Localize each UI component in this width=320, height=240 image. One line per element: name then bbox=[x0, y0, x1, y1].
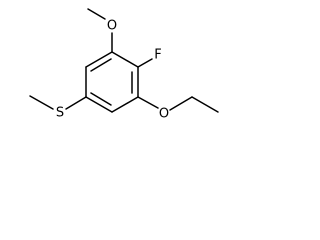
methoxy-group: O bbox=[87, 8, 117, 53]
bond-ring-to-sulfur bbox=[65, 96, 87, 110]
bond-ring-to-oxygen-bottom bbox=[137, 96, 159, 109]
bond-ch2-to-ch3 bbox=[191, 96, 219, 113]
ring-double-bond-upper-left bbox=[90, 58, 112, 72]
methylthio-group: S bbox=[29, 95, 87, 121]
ring-bond-upper-left-top bbox=[85, 51, 113, 68]
atom-sulfur: S bbox=[56, 106, 64, 121]
atom-oxygen-top: O bbox=[107, 19, 117, 34]
molecule-svg: O F S O bbox=[29, 8, 219, 122]
structure-diagram: O F S O bbox=[0, 0, 250, 152]
fluoro-group: F bbox=[137, 48, 162, 68]
ring-bond-lower-right-bottom bbox=[111, 96, 139, 113]
bond-oxygen-bottom-to-ch2 bbox=[169, 96, 193, 111]
ring-bond-bottom-lower-left bbox=[85, 96, 113, 113]
bond-ring-to-fluorine bbox=[137, 58, 153, 68]
benzene-ring bbox=[85, 51, 139, 113]
atom-oxygen-bottom: O bbox=[159, 107, 169, 122]
ring-double-bond-bottom bbox=[90, 92, 112, 106]
atom-fluorine: F bbox=[154, 48, 161, 63]
ring-bond-top-upper-right bbox=[111, 51, 139, 68]
bond-oxygen-top-to-methyl bbox=[87, 8, 106, 20]
bond-sulfur-to-methyl bbox=[29, 95, 54, 110]
ethoxy-group: O bbox=[137, 96, 219, 122]
